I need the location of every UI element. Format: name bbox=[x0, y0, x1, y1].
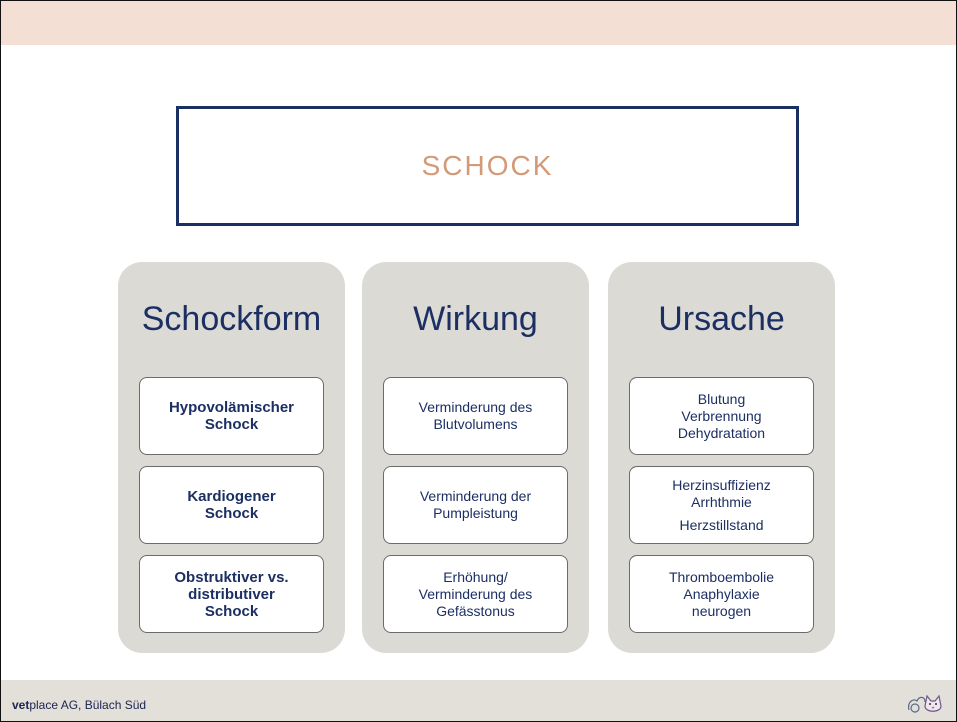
card-pump-performance: Verminderung der Pumpleistung bbox=[383, 466, 568, 544]
card-line: Gefässtonus bbox=[436, 602, 515, 619]
column-header: Ursache bbox=[658, 300, 785, 338]
title-box: SCHOCK bbox=[176, 106, 799, 226]
card-obstructive: Obstruktiver vs. distributiver Schock bbox=[139, 555, 324, 633]
footer-brand: vetplace AG, Bülach Süd bbox=[12, 698, 146, 712]
card-line: Pumpleistung bbox=[433, 505, 518, 521]
card-line: Schock bbox=[204, 416, 259, 433]
column-header: Schockform bbox=[141, 300, 322, 338]
footer-band bbox=[1, 680, 956, 721]
card-line: Verminderung der bbox=[419, 488, 532, 504]
column-ursache: Ursache Blutung Verbrennung Dehydratatio… bbox=[608, 262, 835, 653]
card-cardiogenic: Kardiogener Schock bbox=[139, 466, 324, 544]
card-line: Verminderung des bbox=[418, 399, 533, 415]
card-line: Anaphylaxie bbox=[683, 585, 760, 602]
card-line: distributiver bbox=[188, 585, 275, 603]
column-header: Wirkung bbox=[413, 300, 538, 338]
top-band bbox=[1, 1, 956, 45]
card-line: neurogen bbox=[691, 602, 752, 619]
card-blood-volume: Verminderung des Blutvolumens bbox=[383, 377, 568, 455]
card-line: Blutung bbox=[697, 390, 746, 407]
card-line: Arrhthmie bbox=[691, 493, 752, 510]
pets-logo-icon bbox=[908, 694, 942, 713]
card-line: Herzinsuffizienz bbox=[672, 476, 771, 493]
card-line: Obstruktiver vs. bbox=[174, 568, 289, 586]
card-line: Verbrennung bbox=[681, 407, 762, 424]
card-causes-cardiogenic: Herzinsuffizienz Arrhthmie Herzstillstan… bbox=[629, 466, 814, 544]
card-causes-distributive: Thromboembolie Anaphylaxie neurogen bbox=[629, 555, 814, 633]
card-line: Dehydratation bbox=[677, 424, 766, 441]
column-schockform: Schockform Hypovolämischer Schock Kardio… bbox=[118, 262, 345, 653]
card-line: Blutvolumens bbox=[433, 416, 518, 432]
slide-title: SCHOCK bbox=[421, 150, 554, 181]
card-line: Thromboembolie bbox=[668, 568, 775, 585]
column-wirkung: Wirkung Verminderung des Blutvolumens Ve… bbox=[362, 262, 589, 653]
card-causes-hypovolaemic: Blutung Verbrennung Dehydratation bbox=[629, 377, 814, 455]
card-vascular-tone: Erhöhung/ Verminderung des Gefässtonus bbox=[383, 555, 568, 633]
card-line: Verminderung des bbox=[418, 585, 533, 602]
footer-brand-bold: vet bbox=[12, 698, 30, 712]
card-line: Hypovolämischer bbox=[168, 399, 295, 416]
card-line: Schock bbox=[204, 602, 259, 620]
card-line: Kardiogener bbox=[187, 488, 276, 505]
card-hypovolaemic: Hypovolämischer Schock bbox=[139, 377, 324, 455]
card-line: Erhöhung/ bbox=[443, 568, 508, 585]
footer-brand-rest: place AG, Bülach Süd bbox=[29, 698, 147, 712]
card-line: Schock bbox=[204, 505, 259, 522]
card-line: Herzstillstand bbox=[679, 516, 764, 533]
